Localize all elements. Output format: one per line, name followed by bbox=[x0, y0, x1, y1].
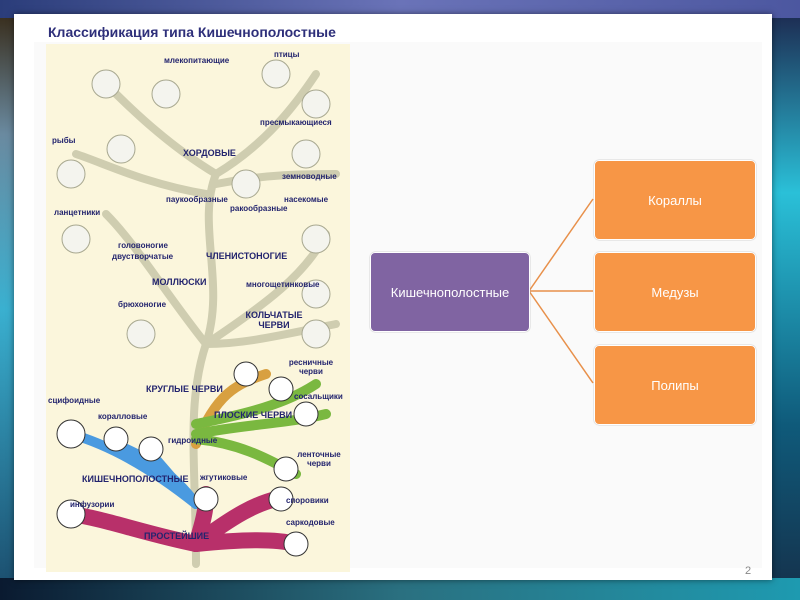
label-hydroids: гидроидные bbox=[168, 436, 218, 445]
evolution-tree-image: млекопитающие птицы пресмыкающиеся рыбы … bbox=[46, 44, 350, 572]
label-gastropods: брюхоногие bbox=[118, 300, 167, 309]
label-fish: рыбы bbox=[52, 136, 76, 145]
amphibian-figure bbox=[291, 139, 321, 169]
ciliate-figure bbox=[56, 499, 86, 529]
diagram-node-jellyfish: Медузы bbox=[594, 252, 756, 332]
gastropod-figure bbox=[126, 319, 156, 349]
tapeworm-figure bbox=[273, 456, 299, 482]
mammal-figure bbox=[91, 69, 121, 99]
branch-flatworms-a bbox=[191, 379, 321, 429]
scyphozoa-figure bbox=[56, 419, 86, 449]
label-annelids: КОЛЬЧАТЫЕ ЧЕРВИ bbox=[245, 310, 303, 330]
label-lancelets: ланцетники bbox=[54, 208, 101, 217]
connector-corals bbox=[528, 198, 594, 292]
label-ciliated-worms: ресничные черви bbox=[288, 358, 334, 376]
sporozoa-figure bbox=[268, 486, 294, 512]
background-right-decoration bbox=[770, 18, 800, 600]
background-top-band bbox=[0, 0, 800, 18]
label-sarcodina: саркодовые bbox=[286, 518, 335, 527]
branch-mollusks bbox=[102, 210, 210, 348]
label-flukes: сосальщики bbox=[294, 392, 343, 401]
label-arachnids: паукообразные bbox=[166, 195, 228, 204]
bird-figure bbox=[261, 59, 291, 89]
label-chordates: ХОРДОВЫЕ bbox=[183, 148, 236, 158]
flagellate-figure bbox=[193, 486, 219, 512]
lancelet-figure bbox=[61, 224, 91, 254]
label-ciliates: инфузории bbox=[70, 500, 115, 509]
mammal-figure-2 bbox=[151, 79, 181, 109]
label-flagellates: жгутиковые bbox=[200, 473, 248, 482]
label-mammals: млекопитающие bbox=[164, 56, 230, 65]
polychaete-figure bbox=[301, 279, 331, 309]
ciliated-worm-figure bbox=[268, 376, 294, 402]
label-mollusks: МОЛЛЮСКИ bbox=[152, 277, 207, 287]
label-coelenterates: КИШЕЧНОПОЛОСТНЫЕ bbox=[82, 474, 189, 484]
annelid-figure bbox=[301, 319, 331, 349]
branch-amphibians bbox=[212, 170, 340, 188]
label-scyphozoa: сцифоидные bbox=[48, 396, 101, 405]
coral-figure bbox=[103, 426, 129, 452]
label-protozoa: ПРОСТЕЙШИЕ bbox=[144, 531, 210, 541]
label-sporozoa: споровики bbox=[286, 496, 329, 505]
background-bottom-band bbox=[0, 578, 800, 600]
slide-title: Классификация типа Кишечнополостные bbox=[48, 24, 336, 40]
label-reptiles: пресмыкающиеся bbox=[260, 118, 332, 127]
label-corals: коралловые bbox=[98, 412, 148, 421]
label-insects: насекомые bbox=[284, 195, 329, 204]
tree-illustration bbox=[56, 59, 340, 568]
fluke-figure bbox=[293, 401, 319, 427]
label-bivalves: двустворчатые bbox=[112, 252, 174, 261]
label-roundworms: КРУГЛЫЕ ЧЕРВИ bbox=[146, 384, 223, 394]
arthropod-figure bbox=[231, 169, 261, 199]
label-birds: птицы bbox=[274, 50, 300, 59]
branch-birds bbox=[212, 70, 320, 178]
label-tapeworms: ленточные черви bbox=[297, 450, 341, 468]
hydroid-figure bbox=[138, 436, 164, 462]
insect-figure bbox=[301, 224, 331, 254]
diagram-node-polyps: Полипы bbox=[594, 345, 756, 425]
label-arthropods: ЧЛЕНИСТОНОГИЕ bbox=[206, 251, 288, 261]
label-amphibians: земноводные bbox=[282, 172, 337, 181]
label-polychaetes: многощетинковые bbox=[246, 280, 320, 289]
reptile-figure bbox=[301, 89, 331, 119]
diagram-root-node: Кишечнополостные bbox=[370, 252, 530, 332]
fish-figure-2 bbox=[106, 134, 136, 164]
diagram-node-corals: Кораллы bbox=[594, 160, 756, 240]
page-number: 2 bbox=[745, 565, 752, 577]
branch-fish bbox=[72, 150, 210, 198]
fish-figure bbox=[56, 159, 86, 189]
label-crustaceans: ракообразные bbox=[230, 204, 288, 213]
label-flatworms: ПЛОСКИЕ ЧЕРВИ bbox=[214, 410, 293, 420]
connector-polyps bbox=[528, 290, 594, 384]
label-cephalopods: головоногие bbox=[118, 241, 168, 250]
roundworm-figure bbox=[233, 361, 259, 387]
sarcodina-figure bbox=[283, 531, 309, 557]
